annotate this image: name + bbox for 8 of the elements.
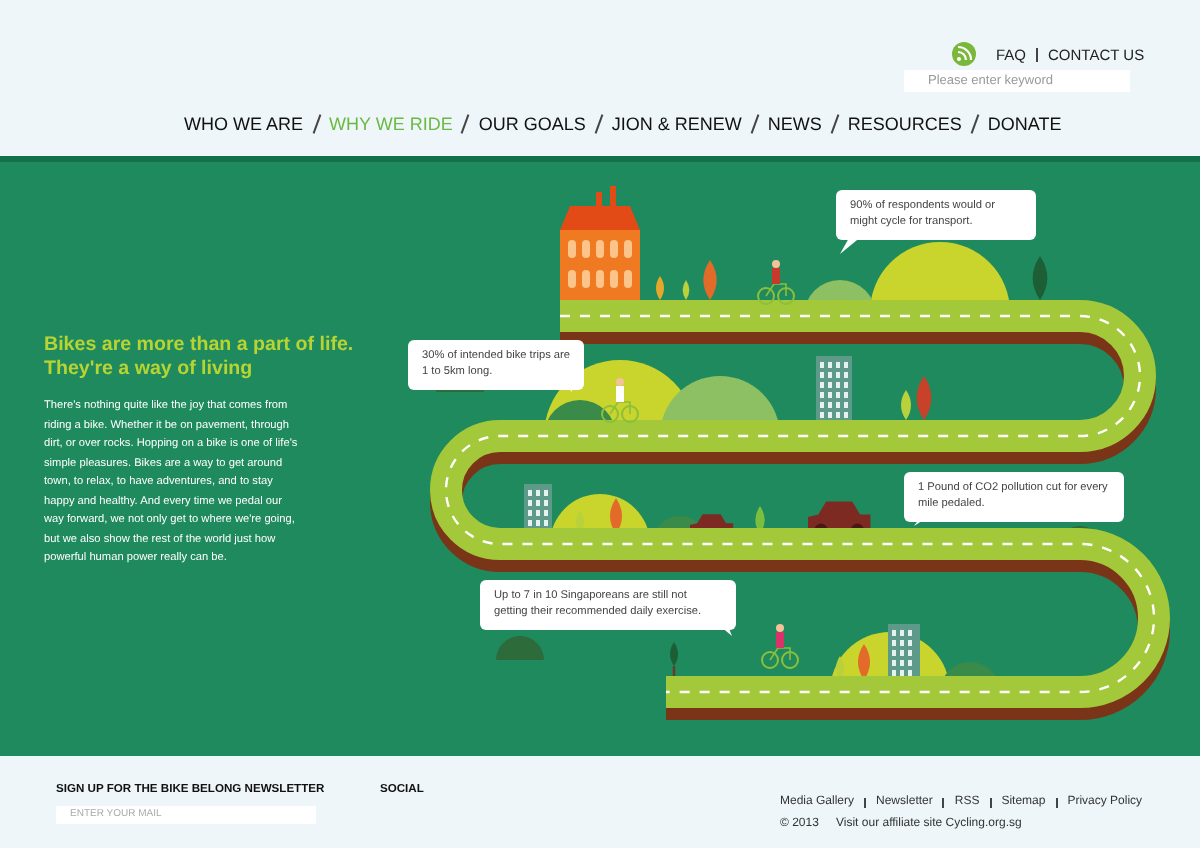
nav-link: RESOURCES [847, 114, 962, 134]
nav-link: JION & RENEW [611, 114, 742, 134]
section-heading: Bikes are more than a part of life. They're a way of living [44, 334, 356, 381]
nav-link: NEWS [767, 114, 822, 134]
nav-link: WHY WE RIDE [329, 114, 453, 134]
nav-link: WHO WE ARE [184, 114, 304, 134]
nav-link: OUR GOALS [478, 114, 586, 134]
nav-link: DONATE [987, 114, 1062, 134]
